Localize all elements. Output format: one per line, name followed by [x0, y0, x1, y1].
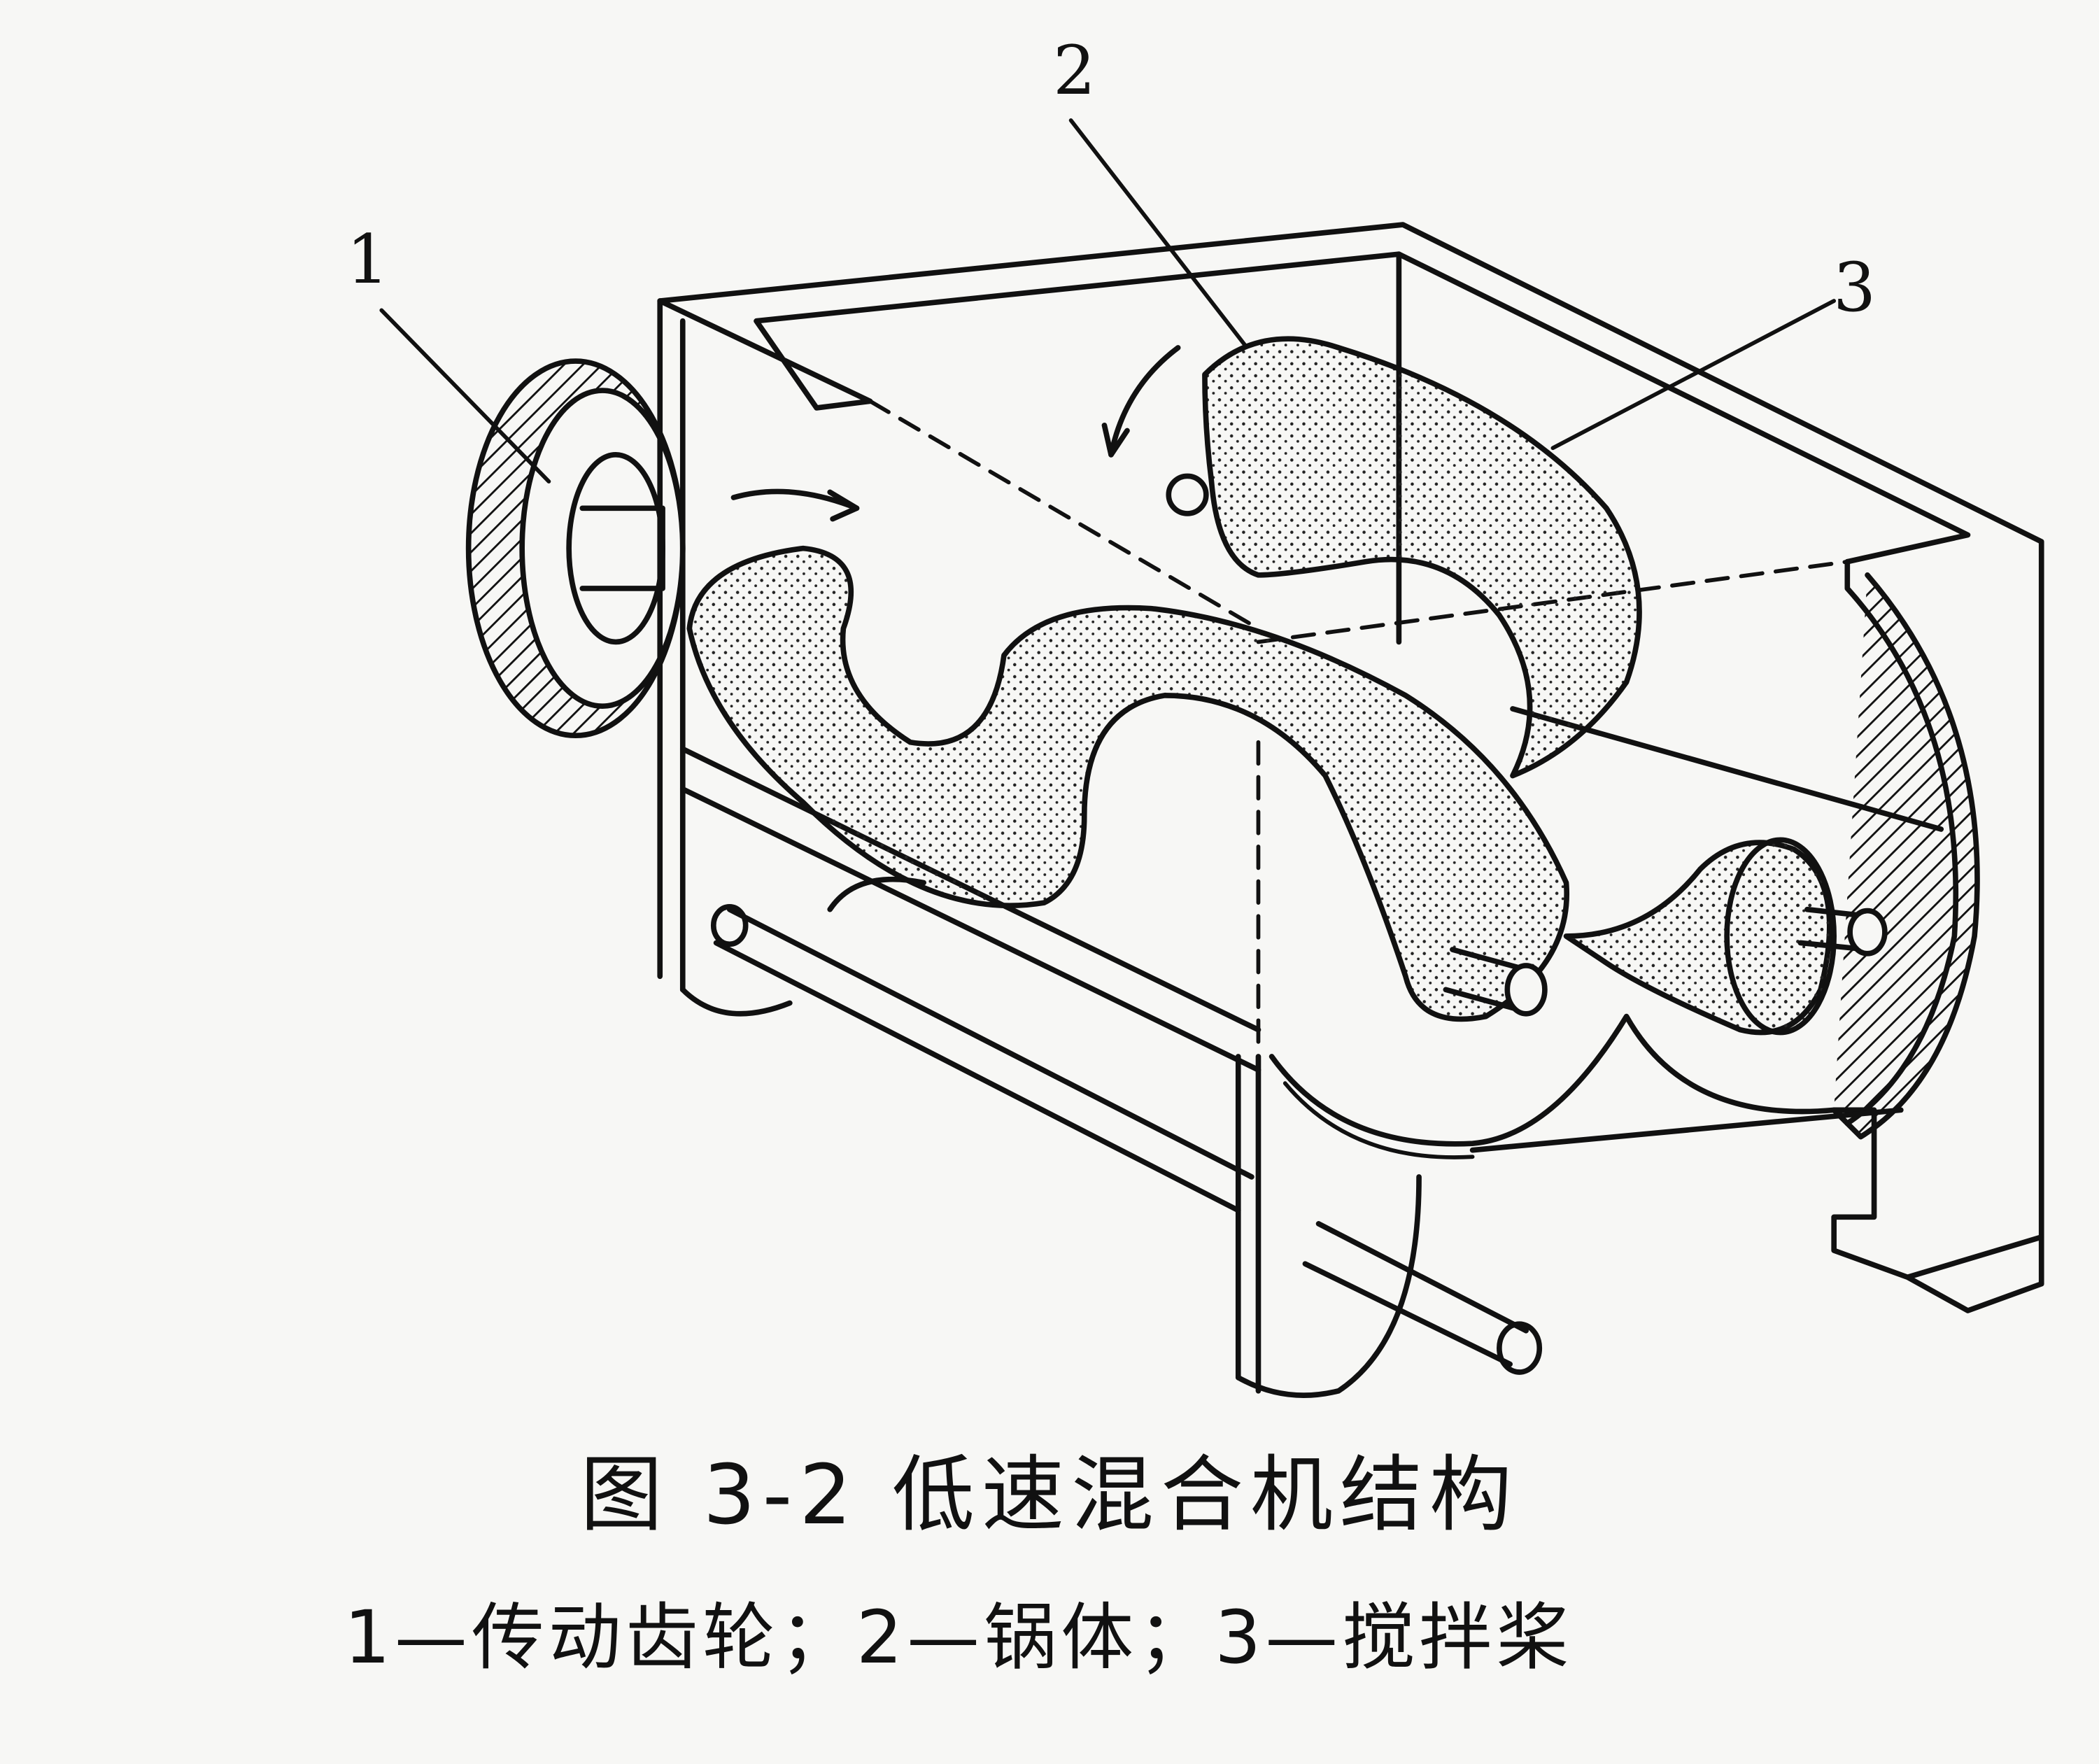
mixer-trough	[657, 222, 2044, 1398]
callout-1: 1	[346, 220, 390, 299]
figure-title: 图 3-2 低速混合机结构	[580, 1446, 1519, 1543]
rotation-arrows	[730, 345, 1181, 522]
support-rods	[710, 876, 1543, 1375]
leader-lines	[379, 118, 1837, 484]
drive-gear	[465, 358, 686, 739]
callout-3: 3	[1833, 248, 1877, 327]
figure-legend: 1—传动齿轮；2—锅体；3—搅拌桨	[344, 1595, 1574, 1680]
callout-2: 2	[1053, 31, 1096, 110]
stirring-paddle	[686, 336, 1888, 1036]
